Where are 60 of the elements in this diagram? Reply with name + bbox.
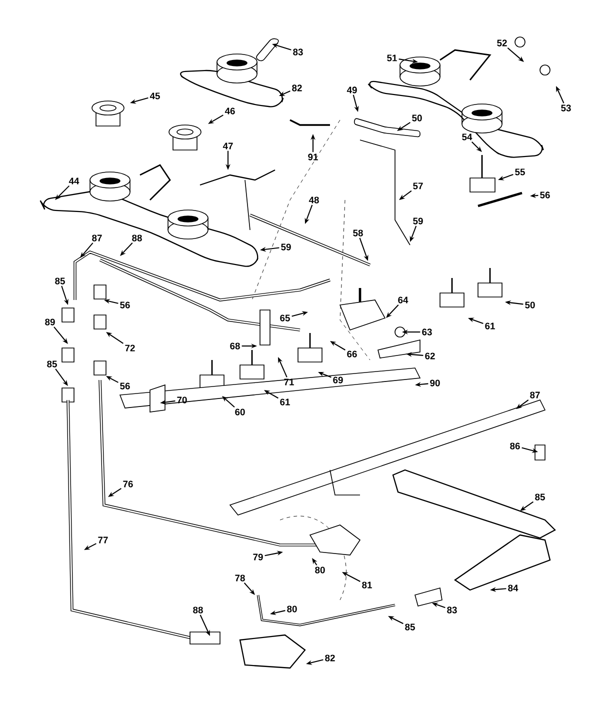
callout-number: 56 [120, 382, 130, 390]
leader-line [386, 304, 399, 318]
callout-number: 85 [47, 360, 57, 368]
callout-number: 68 [230, 342, 240, 350]
callout-number: 65 [280, 314, 290, 322]
callout-number: 80 [315, 566, 325, 574]
callout-number: 81 [362, 582, 372, 588]
callout-number: 51 [387, 54, 397, 62]
callout-number: 60 [235, 408, 245, 416]
callout-number: 78 [235, 574, 245, 582]
callout-number: 57 [413, 182, 423, 190]
leader-line [120, 242, 133, 256]
callout-number: 89 [45, 318, 55, 326]
callout-number: 48 [308, 196, 319, 204]
callout-number: 59 [281, 244, 291, 250]
callout-number: 64 [398, 296, 408, 304]
callout-number: 69 [333, 376, 343, 384]
callout-number: 72 [125, 344, 135, 352]
callout-number: 61 [280, 398, 290, 406]
callout-number: 85 [405, 624, 415, 630]
callout-number: 91 [308, 154, 318, 160]
callout-number: 87 [92, 234, 102, 242]
callout-number: 61 [485, 322, 495, 330]
callout-number: 83 [293, 48, 303, 56]
callout-number: 59 [413, 218, 423, 224]
callout-number: 56 [120, 302, 130, 308]
callout-number: 88 [193, 606, 203, 614]
callout-number: 66 [347, 350, 357, 358]
callout-number: 47 [222, 142, 233, 150]
callout-number: 85 [55, 278, 65, 284]
callout-number: 56 [540, 192, 550, 198]
callout-number: 50 [525, 302, 535, 308]
callout-number: 63 [422, 328, 432, 336]
callout-number: 76 [123, 480, 133, 488]
callout-number: 82 [325, 654, 335, 662]
leader-line [55, 185, 70, 200]
callout-number: 70 [177, 396, 187, 404]
callout-number: 87 [530, 392, 540, 398]
callout-number: 49 [346, 86, 357, 94]
callout-number: 55 [515, 168, 525, 176]
callout-number: 77 [98, 536, 108, 544]
callout-number: 50 [412, 114, 422, 122]
callout-number: 82 [292, 84, 302, 92]
callout-number: 83 [447, 606, 457, 614]
callout-number: 90 [430, 380, 440, 386]
callout-number: 53 [561, 104, 571, 112]
callout-number: 79 [253, 554, 263, 560]
callout-number: 86 [510, 442, 520, 450]
callout-number: 46 [224, 108, 235, 114]
callout-number: 85 [535, 494, 545, 500]
callout-number: 58 [353, 230, 363, 236]
callout-number: 52 [497, 40, 507, 46]
callout-number: 80 [287, 606, 297, 612]
callout-number: 54 [462, 134, 472, 140]
leader-line [471, 141, 482, 152]
callout-number: 45 [150, 92, 160, 100]
callout-number: 44 [68, 178, 80, 184]
callout-number: 84 [508, 584, 518, 592]
callout-number: 62 [425, 352, 435, 360]
callout-number: 88 [132, 234, 142, 242]
